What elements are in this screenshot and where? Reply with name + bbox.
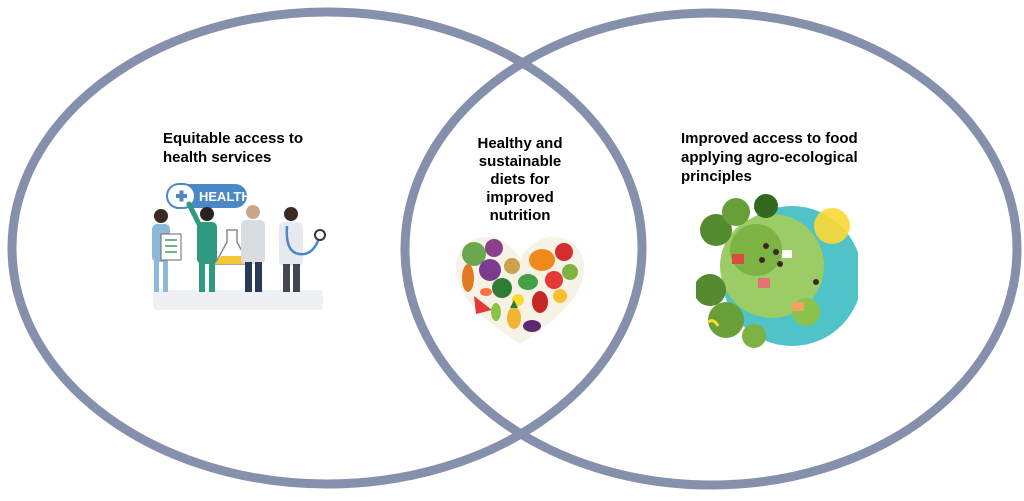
label-line: Healthy and xyxy=(477,135,563,152)
label-line: improved xyxy=(486,189,554,206)
label-line: nutrition xyxy=(489,207,551,224)
agro-ecology-landscape-illustration xyxy=(696,190,858,352)
label-line: Equitable access to xyxy=(163,130,304,147)
label-line: health services xyxy=(163,149,272,166)
label-equitable-access: Equitable access to health services xyxy=(163,129,353,167)
vegetable-heart-illustration xyxy=(455,236,585,344)
label-line: principles xyxy=(681,168,752,185)
health-badge-text: HEALTH xyxy=(199,189,251,204)
left-circle xyxy=(7,7,647,489)
right-circle xyxy=(400,8,1022,490)
label-agro-ecological: Improved access to food applying agro-ec… xyxy=(681,129,881,186)
label-healthy-diets: Healthy and sustainable diets for improv… xyxy=(460,135,580,225)
label-line: sustainable xyxy=(478,153,562,170)
health-workers-illustration: HEALTH xyxy=(152,183,326,310)
label-line: applying agro-ecological xyxy=(681,149,858,166)
label-line: Improved access to food xyxy=(681,130,858,147)
label-line: diets for xyxy=(490,171,550,188)
